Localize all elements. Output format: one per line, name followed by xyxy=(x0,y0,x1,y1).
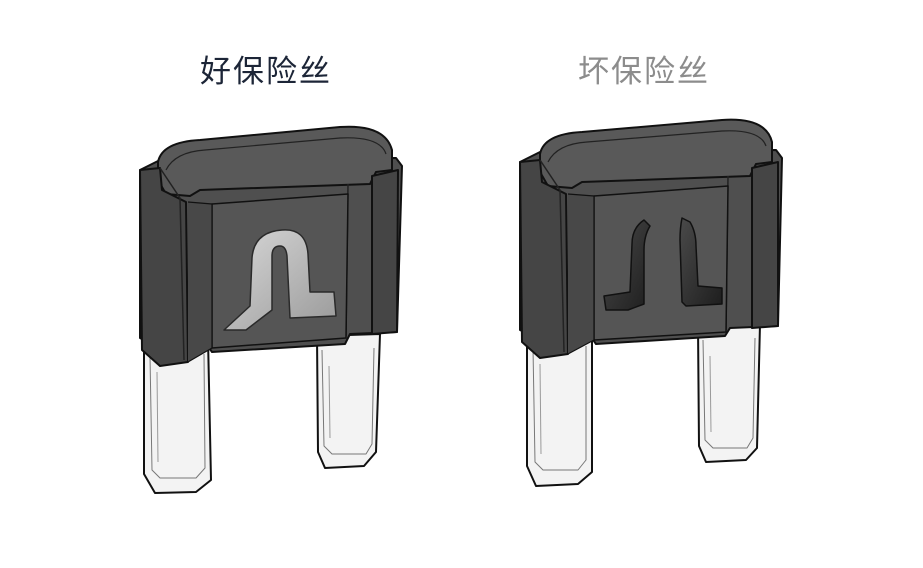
bad-fuse-element-left xyxy=(603,219,651,311)
good-fuse-cap xyxy=(157,125,393,197)
good-fuse xyxy=(139,125,403,494)
good-fuse-label: 好保险丝 xyxy=(200,54,332,90)
good-fuse-element xyxy=(223,229,337,331)
bad-fuse-element-right xyxy=(679,217,723,307)
bad-fuse-right-prong xyxy=(697,323,761,463)
bad-fuse-cap xyxy=(539,118,773,189)
bad-fuse-left-prong xyxy=(526,329,593,487)
bad-fuse-label: 坏保险丝 xyxy=(578,54,710,90)
bad-fuse xyxy=(519,118,783,487)
good-fuse-right-prong xyxy=(316,333,381,469)
